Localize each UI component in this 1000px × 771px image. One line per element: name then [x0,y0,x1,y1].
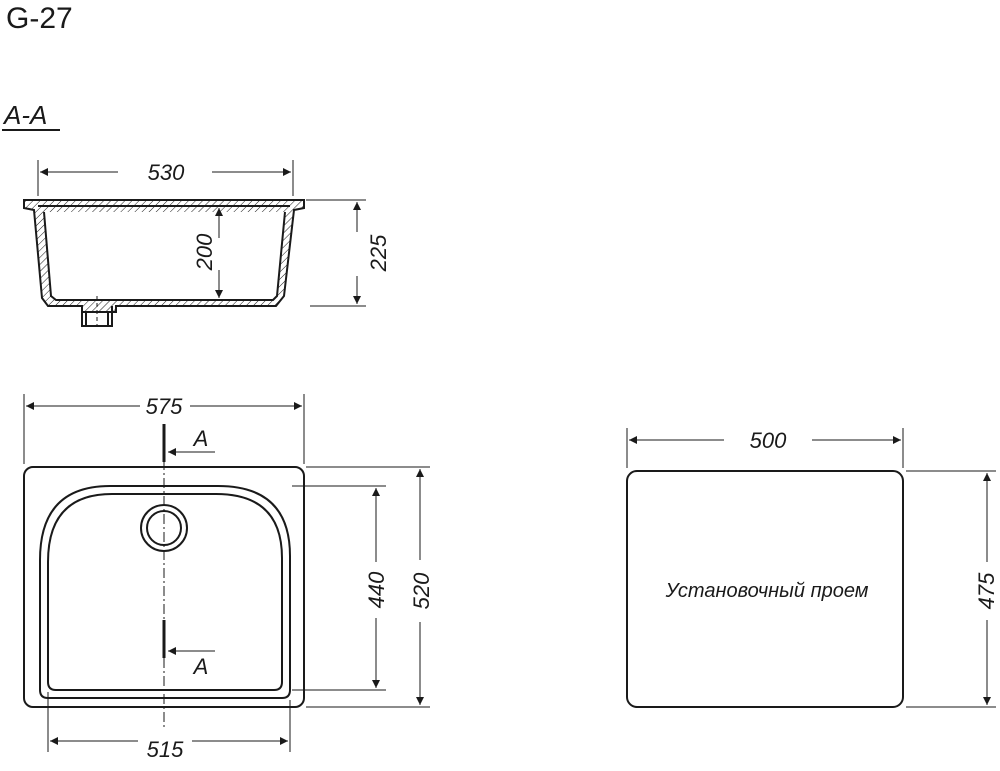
dim-575-label: 575 [146,394,183,419]
basin-wall-hatch [24,200,304,312]
dim-515-label: 515 [147,737,184,762]
bowl-inner-outline [47,493,283,691]
dim-520-label: 520 [409,572,434,609]
section-label: A-A [2,100,60,131]
cutout-label: Установочный проем [665,580,869,602]
section-cut-label-top: A [192,426,209,451]
basin-inner-outline [38,205,290,301]
section-view: 530 200 225 [23,160,391,327]
dim-530-label: 530 [148,160,185,185]
plan-view: 575 A A 440 520 515 [23,394,434,762]
section-cut-label-bottom: A [192,654,209,679]
cutout-outline [626,470,904,708]
cutout-view: 500 Установочный проем 475 [626,428,999,708]
basin-outer-outline [23,199,305,313]
dim-200-label: 200 [192,233,217,271]
dim-475-label: 475 [974,572,999,609]
model-title: G-27 [6,2,73,35]
dim-225-label: 225 [366,234,391,272]
bowl-outer-outline [39,485,291,699]
dim-440-label: 440 [364,571,389,608]
section-label-text: A-A [2,100,47,130]
dim-500-label: 500 [750,428,787,453]
